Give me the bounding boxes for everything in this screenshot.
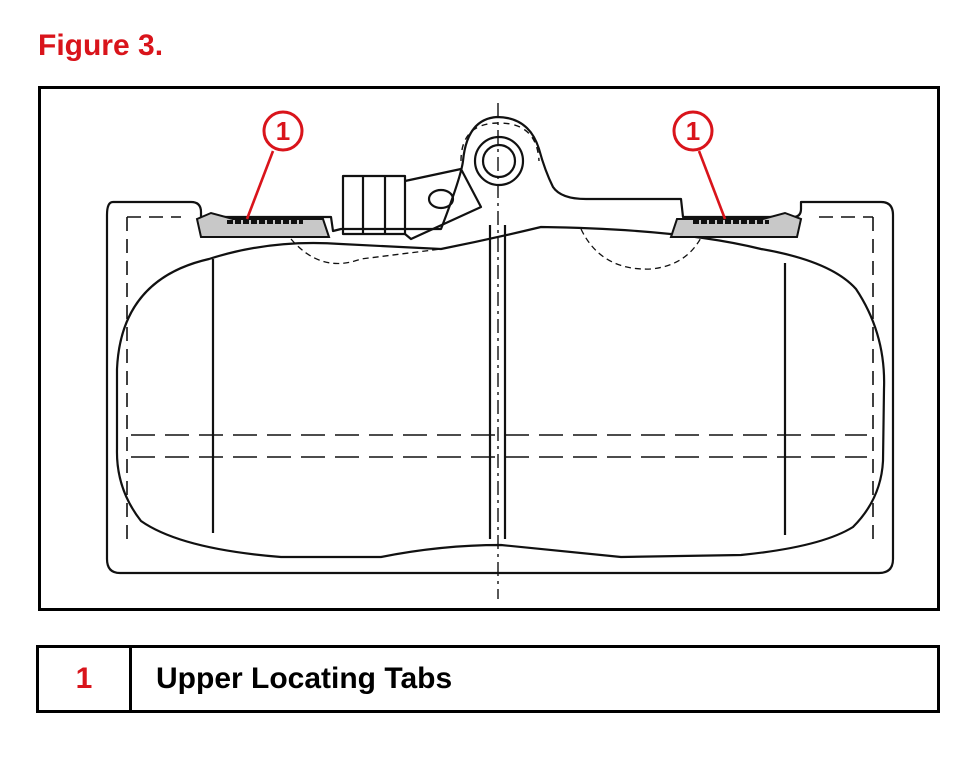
backing-plate-inner-dashed	[126, 216, 874, 544]
wear-sensor-body	[341, 174, 407, 236]
mounting-hole-inner	[481, 143, 517, 179]
right-lobe-dashed	[580, 228, 706, 270]
wear-sensor-lead-dashed	[290, 238, 442, 265]
wear-limit-dashed-lines	[131, 434, 867, 458]
legend-table: 1 Upper Locating Tabs	[36, 645, 940, 713]
brake-pad-drawing: 1 1	[105, 103, 895, 599]
legend-description: Upper Locating Tabs	[156, 662, 453, 695]
backing-plate-outline	[105, 115, 895, 575]
mounting-boss-dashed	[460, 122, 540, 162]
brake-pad-diagram: 1 1	[38, 86, 940, 611]
legend-number: 1	[39, 648, 132, 710]
friction-pad-outline	[115, 225, 886, 559]
figure-title: Figure 3.	[38, 29, 164, 62]
callout-left: 1	[245, 110, 304, 220]
callout-number-left: 1	[276, 116, 290, 146]
callout-number-right: 1	[686, 116, 700, 146]
wear-sensor-bracket	[404, 167, 483, 241]
wear-sensor-hole	[427, 188, 455, 210]
mounting-hole-outer	[473, 135, 525, 187]
right-locating-tab	[669, 211, 803, 238]
left-locating-tab	[195, 211, 331, 238]
callout-right: 1	[672, 110, 727, 220]
